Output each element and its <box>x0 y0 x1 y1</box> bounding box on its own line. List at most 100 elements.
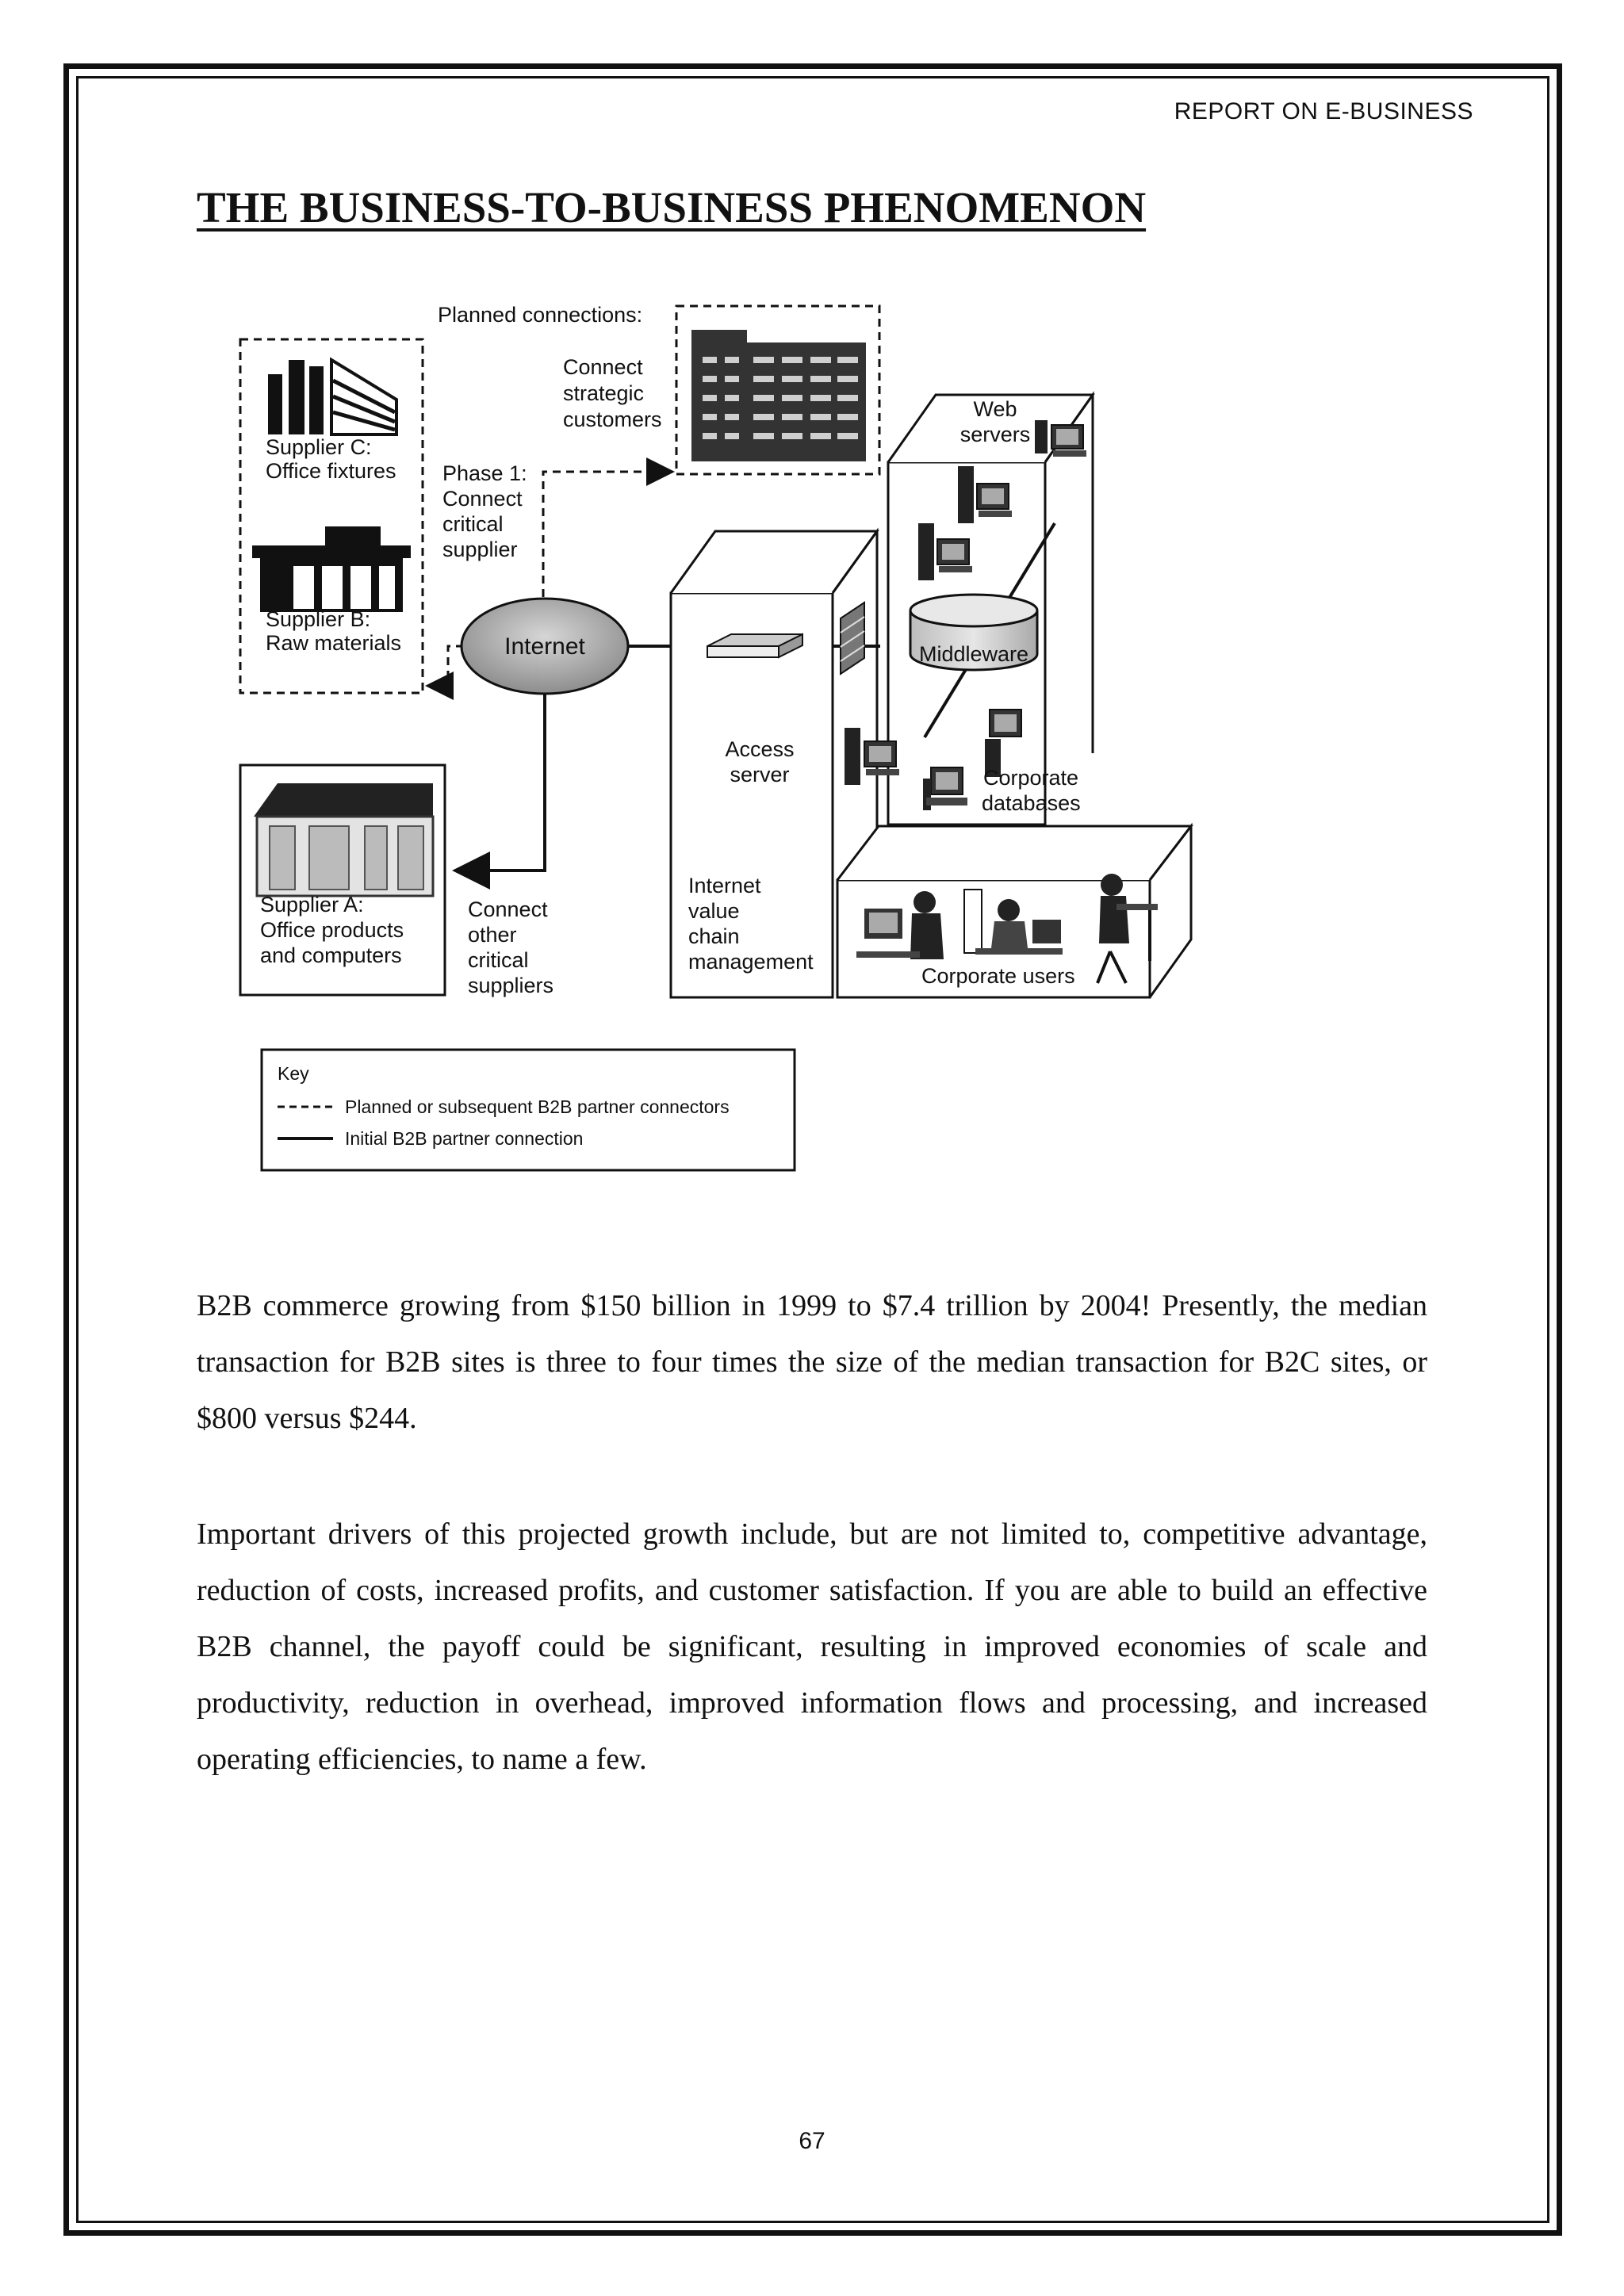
middleware-label: Middleware <box>919 642 1028 666</box>
connect-other-line1: Connect <box>468 897 548 921</box>
running-head: REPORT ON E-BUSINESS <box>1174 98 1473 124</box>
svg-text:Initial B2B partner connection: Initial B2B partner connection <box>345 1128 583 1149</box>
svg-text:Phase 1:: Phase 1: <box>442 461 527 485</box>
supplier-b-label-line2: Raw materials <box>266 631 401 655</box>
svg-text:customers: customers <box>563 408 662 431</box>
svg-text:Office fixtures: Office fixtures <box>266 459 396 483</box>
svg-text:Supplier B:: Supplier B: <box>266 607 370 631</box>
ivcm-line4: management <box>688 950 814 974</box>
svg-text:Middleware: Middleware <box>919 642 1028 666</box>
middleware-database-icon <box>909 593 1039 672</box>
svg-text:Key: Key <box>278 1063 309 1084</box>
ivcm-line1: Internet <box>688 874 761 897</box>
svg-text:and computers: and computers <box>260 943 402 967</box>
database-computer-icon <box>985 709 1022 777</box>
svg-text:Corporate: Corporate <box>983 766 1078 790</box>
connect-strategic-line2: strategic <box>563 381 644 405</box>
internet-label: Internet <box>504 633 585 660</box>
svg-text:databases: databases <box>982 791 1081 815</box>
svg-text:Raw materials: Raw materials <box>266 631 401 655</box>
supplier-c-label-line2: Office fixtures <box>266 459 396 483</box>
phase1-line4: supplier <box>442 538 518 561</box>
svg-text:chain: chain <box>688 924 740 948</box>
page-border-outer <box>63 63 1562 2236</box>
phase1-line3: critical <box>442 512 504 536</box>
svg-text:server: server <box>730 763 789 786</box>
svg-text:strategic: strategic <box>563 381 644 405</box>
svg-text:Internet: Internet <box>688 874 761 897</box>
paragraph-growth-drivers: Important drivers of this projected grow… <box>197 1517 1427 1776</box>
svg-text:Supplier C:: Supplier C: <box>266 435 372 459</box>
supplier-c-building-icon <box>268 357 398 436</box>
svg-text:other: other <box>468 923 517 947</box>
firewall-icon <box>840 601 865 675</box>
connect-other-line4: suppliers <box>468 974 553 997</box>
svg-text:value: value <box>688 899 740 923</box>
supplier-b-label-line1: Supplier B: <box>266 607 370 631</box>
b2b-network-diagram: Supplier C: Office fixtures Supplier B: … <box>230 293 1229 1181</box>
strategic-customer-building-icon <box>691 330 866 461</box>
svg-text:Planned connections:: Planned connections: <box>438 303 642 327</box>
corporate-users-label: Corporate users <box>921 964 1075 988</box>
supplier-a-line2: Office products <box>260 918 404 942</box>
connect-other-line2: other <box>468 923 517 947</box>
svg-text:servers: servers <box>960 423 1031 446</box>
corporate-databases-line1: Corporate <box>983 766 1078 790</box>
web-servers-line1: Web <box>973 397 1017 421</box>
server-computer-icon <box>918 523 972 580</box>
corporate-user-workstation-icon <box>963 889 1063 955</box>
server-computer-icon <box>958 466 1012 523</box>
phase1-line1: Phase 1: <box>442 461 527 485</box>
svg-text:Connect: Connect <box>442 487 523 511</box>
svg-text:Access: Access <box>725 737 794 761</box>
svg-text:critical: critical <box>468 948 529 972</box>
supplier-c-label-line1: Supplier C: <box>266 435 372 459</box>
svg-text:management: management <box>688 950 814 974</box>
key-solid-label: Initial B2B partner connection <box>345 1128 583 1149</box>
database-computer-icon <box>923 767 967 810</box>
ivcm-line2: value <box>688 899 740 923</box>
corporate-user-workstation-icon <box>1096 874 1158 984</box>
page-border-inner <box>76 76 1549 2223</box>
page-number: 67 <box>799 2128 825 2154</box>
svg-text:Office products: Office products <box>260 918 404 942</box>
page-title: THE BUSINESS-TO-BUSINESS PHENOMENON <box>197 183 1147 232</box>
strategic-customers-box <box>675 304 881 476</box>
web-server-computer-icon <box>1035 420 1086 457</box>
svg-text:Web: Web <box>973 397 1017 421</box>
corporate-user-workstation-icon <box>856 891 944 959</box>
svg-text:Internet: Internet <box>504 633 585 660</box>
access-server-line1: Access <box>725 737 794 761</box>
supplier-b-factory-icon <box>252 526 411 612</box>
supplier-a-store-icon <box>254 783 435 897</box>
key-dashed-label: Planned or subsequent B2B partner connec… <box>345 1096 730 1117</box>
ivcm-line3: chain <box>688 924 740 948</box>
access-server-line2: server <box>730 763 789 786</box>
supplier-a-line3: and computers <box>260 943 402 967</box>
svg-text:Connect: Connect <box>468 897 548 921</box>
svg-text:Supplier A:: Supplier A: <box>260 893 364 916</box>
planned-connector-strategic <box>542 457 675 610</box>
connect-strategic-line1: Connect <box>563 355 643 379</box>
svg-text:critical: critical <box>442 512 504 536</box>
ivcm-tower <box>669 527 879 999</box>
svg-text:Planned or subsequent B2B part: Planned or subsequent B2B partner connec… <box>345 1096 730 1117</box>
svg-text:supplier: supplier <box>442 538 518 561</box>
svg-text:Corporate users: Corporate users <box>921 964 1075 988</box>
svg-text:Connect: Connect <box>563 355 643 379</box>
internet-to-supplier-a-line <box>452 694 546 890</box>
suppliers-bc-box <box>239 338 424 695</box>
paragraph-b2b-growth: B2B commerce growing from $150 billion i… <box>197 1289 1427 1435</box>
connect-other-line3: critical <box>468 948 529 972</box>
key-box <box>260 1048 796 1172</box>
connect-strategic-line3: customers <box>563 408 662 431</box>
supplier-a-line1: Supplier A: <box>260 893 364 916</box>
corporate-databases-line2: databases <box>982 791 1081 815</box>
key-title: Key <box>278 1063 309 1084</box>
access-server-device-icon <box>707 633 803 659</box>
svg-text:suppliers: suppliers <box>468 974 553 997</box>
phase1-line2: Connect <box>442 487 523 511</box>
web-servers-line2: servers <box>960 423 1031 446</box>
planned-connections-label: Planned connections: <box>438 303 642 327</box>
server-computer-icon <box>845 728 899 785</box>
